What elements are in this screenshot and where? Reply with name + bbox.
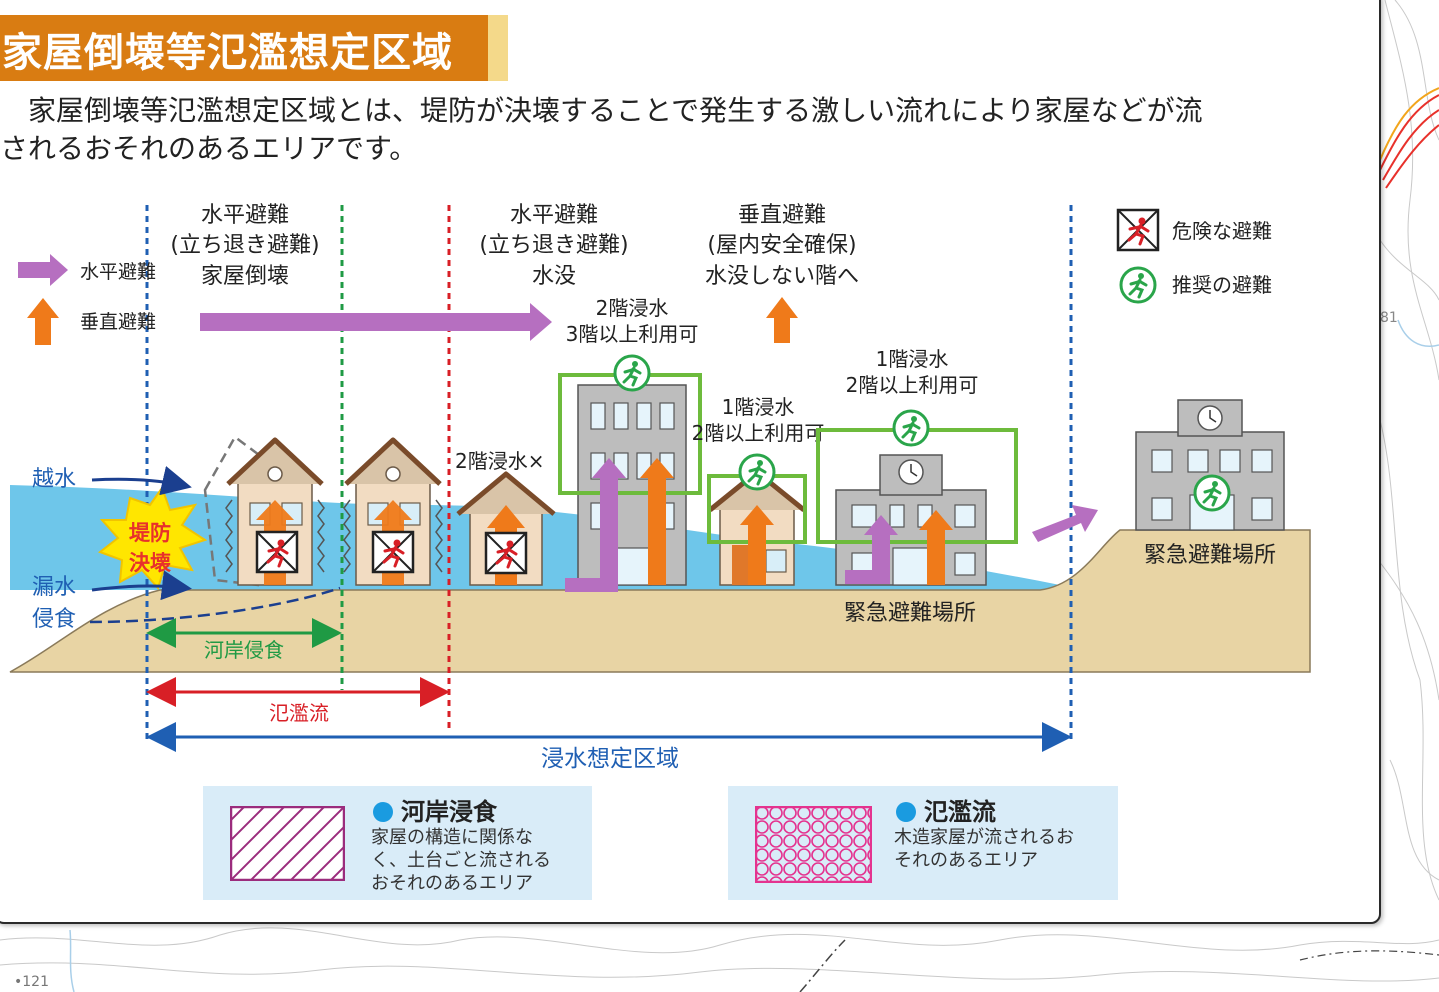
zone1-line1: 水平避難 — [201, 203, 289, 228]
legend-flood-flow-desc: 木造家屋が流されるお それのあるエリア — [894, 827, 1074, 871]
evacuation-diagram: 水平避難 垂直避難 水平避難 (立ち退き避難) 家屋倒壊 水平避難 (立ち退き避… — [9, 203, 1311, 772]
zone2-line2: (立ち退き避難) — [479, 233, 628, 258]
building-3-label-1: 1階浸水 — [876, 347, 949, 371]
intro-paragraph: 家屋倒壊等氾濫想定区域とは、堤防が決壊することで発生する激しい流れにより家屋など… — [0, 92, 1340, 168]
circle-pattern-swatch — [755, 806, 872, 883]
building-1-label-1: 2階浸水 — [596, 296, 669, 320]
to-shelter-arrow — [1032, 505, 1098, 542]
zone1-line3: 家屋倒壊 — [201, 264, 289, 289]
zone1-line2: (立ち退き避難) — [170, 233, 319, 258]
leakage-label: 漏水 — [32, 575, 76, 600]
vertical-evacuation-arrow — [766, 297, 798, 343]
title-banner — [0, 15, 488, 81]
legend-flood-flow: 氾濫流 木造家屋が流されるお それのあるエリア — [728, 786, 1118, 900]
bullet-dot — [373, 802, 393, 822]
legend-vertical-arrow — [27, 298, 59, 345]
hatch-pattern-swatch — [230, 806, 345, 881]
overtopping-label: 越水 — [32, 467, 76, 492]
map-grid-label: 81 — [1380, 310, 1398, 326]
legend-flood-flow-title: 氾濫流 — [896, 792, 996, 827]
levee-breach-burst — [97, 485, 208, 590]
legend-vertical-label: 垂直避難 — [80, 311, 156, 333]
danger-evacuation-label: 危険な避難 — [1172, 219, 1272, 243]
zone3-line2: (屋内安全確保) — [707, 233, 856, 258]
page-number: •121 — [14, 974, 49, 990]
riverbank-erosion-label: 河岸侵食 — [204, 638, 284, 662]
house-1 — [225, 437, 325, 586]
horizontal-evacuation-arrow — [200, 303, 552, 341]
shelter-high-label: 緊急避難場所 — [1144, 543, 1276, 568]
bullet-dot — [896, 802, 916, 822]
building-3 — [816, 409, 1018, 586]
zone3-line3: 水没しない階へ — [705, 264, 859, 289]
recommended-evacuation-icon — [1119, 266, 1157, 304]
leakage-arrow — [91, 570, 192, 601]
danger-evacuation-icon — [1116, 208, 1160, 252]
title-banner-accent — [488, 15, 508, 81]
legend-horizontal-arrow — [18, 254, 68, 286]
intro-line-2: されるおそれのあるエリアです。 — [0, 132, 418, 165]
shelter-building — [1135, 399, 1285, 531]
erosion-line — [89, 586, 341, 624]
breach-label-1: 堤防 — [129, 521, 171, 545]
legend-riverbank-erosion-title: 河岸浸食 — [373, 792, 497, 827]
house-2 — [343, 437, 443, 586]
building-2 — [707, 453, 807, 586]
building-3-label-2: 2階以上利用可 — [846, 373, 979, 397]
building-1 — [558, 354, 702, 592]
legend-horizontal-label: 水平避難 — [80, 261, 156, 283]
breach-label-2: 決壊 — [129, 551, 171, 575]
zone3-line1: 垂直避難 — [738, 203, 826, 228]
erosion-label: 侵食 — [32, 607, 76, 632]
inundation-area-label: 浸水想定区域 — [541, 746, 679, 772]
legend-riverbank-erosion: 河岸浸食 家屋の構造に関係な く、土台ごと流される おそれのあるエリア — [203, 786, 592, 900]
page-title: 家屋倒壊等氾濫想定区域 — [2, 30, 453, 76]
building-2-label-1: 1階浸水 — [722, 395, 795, 419]
zone2-line3: 水没 — [532, 264, 576, 289]
house-3 — [456, 471, 556, 586]
overtopping-arrow — [91, 465, 192, 496]
flood-flow-label: 氾濫流 — [269, 701, 329, 725]
building-1-label-2: 3階以上利用可 — [566, 322, 699, 346]
shelter-low-label: 緊急避難場所 — [844, 601, 976, 626]
legend-riverbank-erosion-desc: 家屋の構造に関係な く、土台ごと流される おそれのあるエリア — [371, 827, 551, 894]
house-3-label: 2階浸水× — [455, 449, 544, 473]
intro-line-1: 家屋倒壊等氾濫想定区域とは、堤防が決壊することで発生する激しい流れにより家屋など… — [0, 94, 1203, 127]
recommended-evacuation-label: 推奨の避難 — [1172, 273, 1272, 297]
zone2-line1: 水平避難 — [510, 203, 598, 228]
building-2-label-2: 2階以上利用可 — [692, 421, 825, 445]
